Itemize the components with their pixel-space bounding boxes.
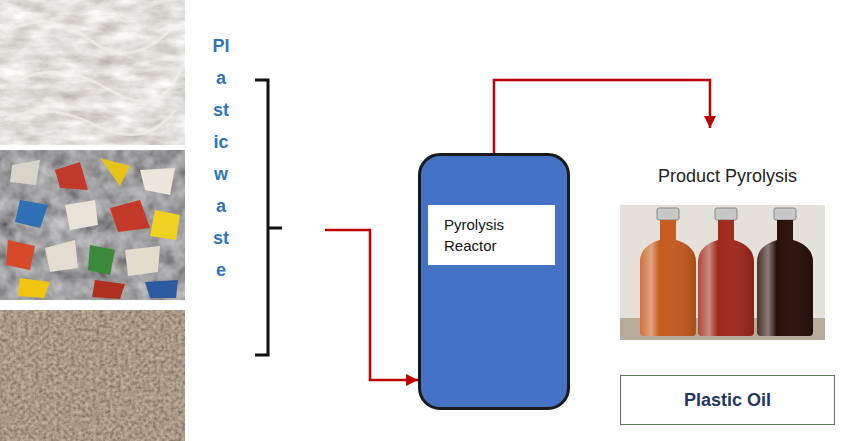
flow-arrow	[494, 80, 710, 153]
product-box: Plastic Oil	[620, 375, 835, 425]
product-group: Product PyrolysisPlastic Oil	[615, 128, 840, 430]
product-heading: Product Pyrolysis	[658, 165, 797, 187]
plastic-photo	[0, 310, 185, 441]
waste-group: Plastic waste	[208, 30, 325, 420]
reactor-label: Pyrolysis Reactor	[428, 205, 555, 265]
plastic-photo	[0, 150, 185, 300]
vertical-label: Plastic waste	[212, 30, 230, 286]
product-label: Plastic Oil	[684, 389, 771, 411]
group-bracket	[255, 80, 282, 355]
bottles-photo	[620, 205, 825, 340]
plastic-photo	[0, 0, 185, 145]
pyrolysis-reactor: Pyrolysis Reactor	[418, 153, 570, 410]
flow-arrow	[325, 230, 418, 380]
